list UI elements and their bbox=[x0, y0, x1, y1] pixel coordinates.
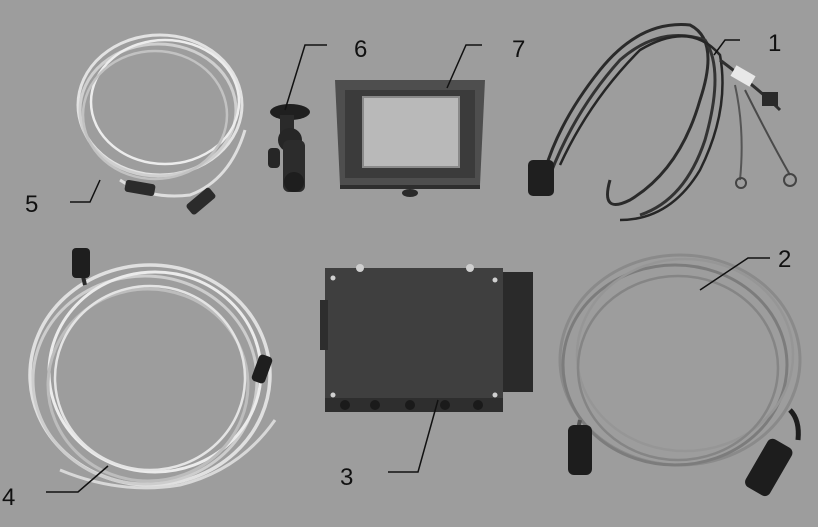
mount-bracket-6 bbox=[268, 104, 310, 192]
leader-line-2 bbox=[699, 257, 770, 291]
leader-line-3 bbox=[388, 399, 439, 473]
callout-number-4: 4 bbox=[2, 484, 16, 511]
callout-leaders bbox=[46, 39, 770, 493]
callout-number-1: 1 bbox=[768, 30, 782, 57]
callout-number-3: 3 bbox=[340, 464, 354, 491]
cable-coil-5 bbox=[76, 33, 247, 215]
callout-number-6: 6 bbox=[354, 36, 368, 63]
leader-line-7 bbox=[446, 44, 482, 89]
leader-line-4 bbox=[46, 465, 109, 493]
leader-line-1 bbox=[713, 39, 740, 56]
cable-coil-2 bbox=[558, 253, 802, 497]
control-box-3 bbox=[320, 264, 533, 412]
leader-line-5 bbox=[70, 179, 101, 203]
leader-line-6 bbox=[284, 44, 327, 111]
cable-coil-4 bbox=[28, 248, 277, 490]
callout-number-7: 7 bbox=[512, 36, 526, 63]
callout-number-5: 5 bbox=[25, 191, 39, 218]
display-unit-7 bbox=[335, 80, 485, 197]
callout-number-2: 2 bbox=[778, 246, 792, 273]
harness-cable-1 bbox=[528, 23, 797, 222]
